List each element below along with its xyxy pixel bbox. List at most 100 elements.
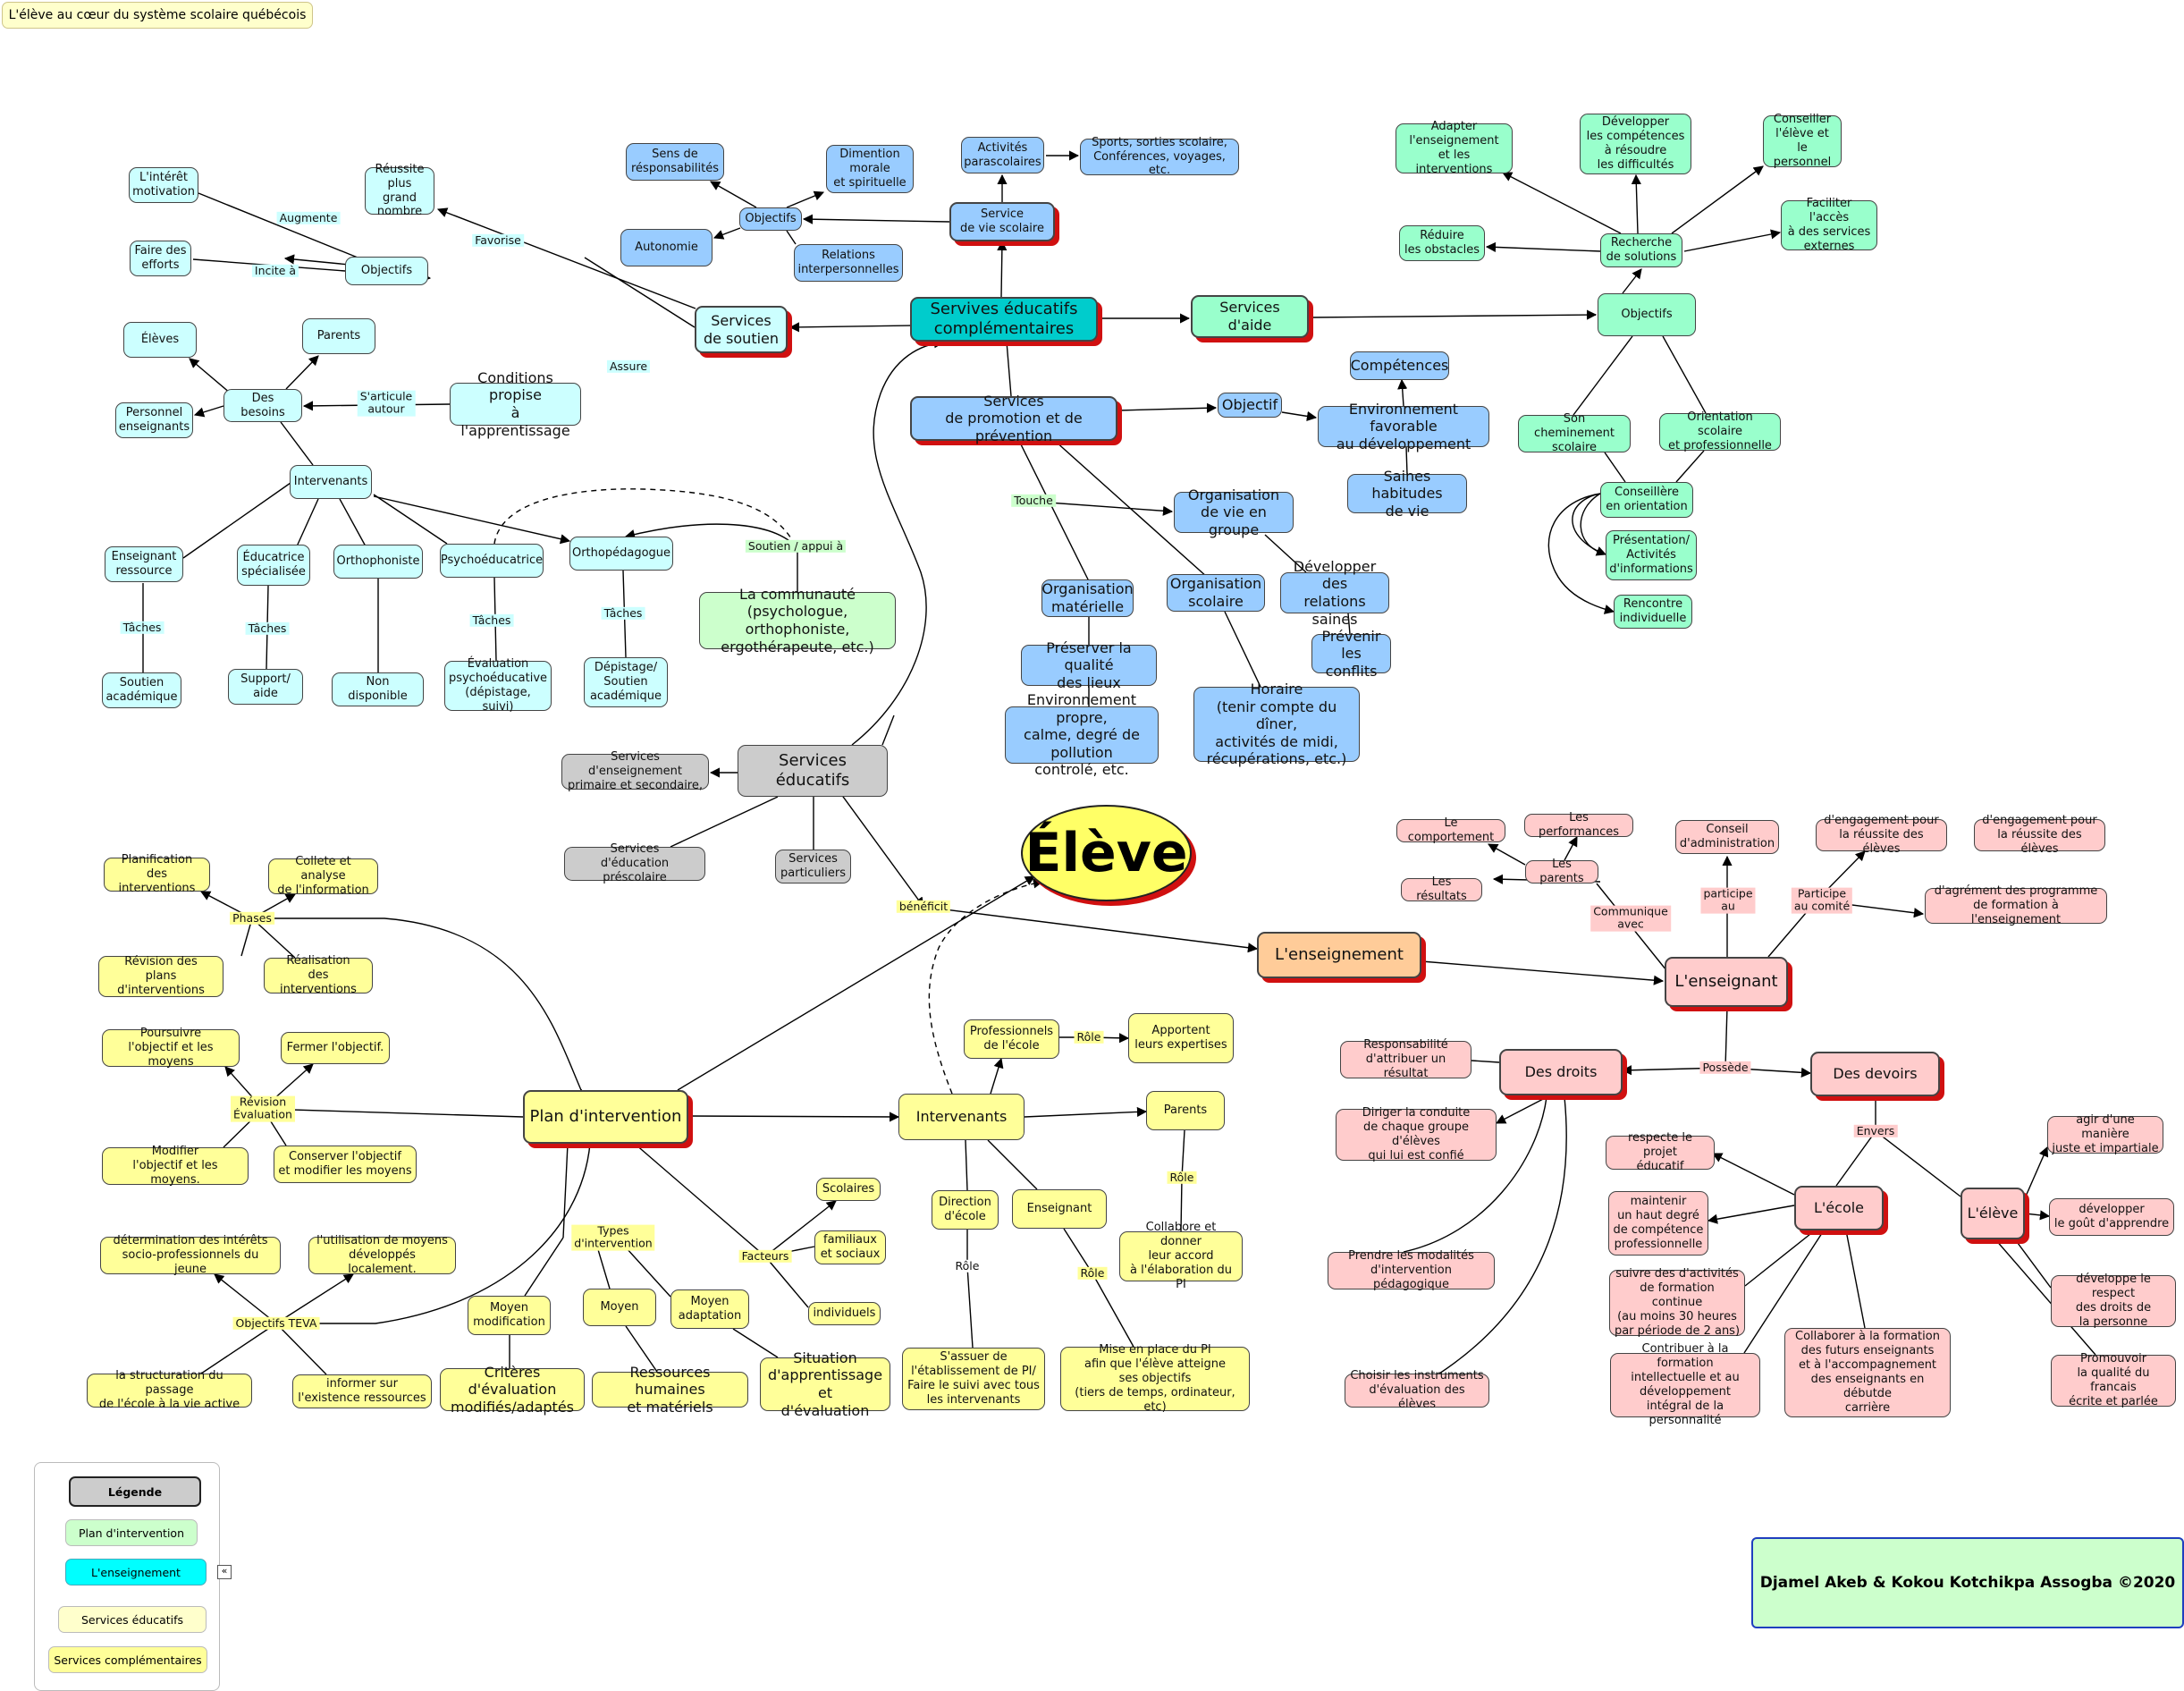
node-souta[interactable]: Soutien académique	[102, 672, 181, 708]
node-ensg2[interactable]: Enseignant	[1012, 1189, 1107, 1229]
node-ensmt[interactable]: L'enseignement	[1257, 932, 1421, 978]
node-coll[interactable]: Collete et analyse de l'information	[268, 855, 378, 897]
node-nondisp[interactable]: Non disponible	[332, 672, 424, 706]
node-consor[interactable]: Conseillère en orientation	[1600, 482, 1693, 518]
node-pers[interactable]: Personnel enseignants	[115, 402, 193, 438]
node-parents3[interactable]: Parents	[1146, 1091, 1225, 1130]
node-perf[interactable]: Les performances	[1524, 811, 1633, 839]
node-prof[interactable]: Professionnels de l'école	[964, 1019, 1059, 1059]
node-promq[interactable]: Promouvoir la qualité du francais écrite…	[2051, 1352, 2176, 1408]
node-assur[interactable]: S'assuer de l'établissement de PI/ Faire…	[902, 1348, 1045, 1410]
node-contr[interactable]: Contribuer à la formation intellectuelle…	[1610, 1342, 1760, 1427]
node-bes[interactable]: Des besoins	[223, 389, 302, 422]
node-ecole[interactable]: L'école	[1794, 1186, 1884, 1230]
node-mmod[interactable]: Moyen modification	[468, 1296, 551, 1335]
node-dim[interactable]: Dimention morale et spirituelle	[826, 145, 914, 193]
node-resp[interactable]: Responsabilité d'attribuer un résultat	[1340, 1038, 1471, 1080]
node-inter[interactable]: L'intérêt motivation	[129, 167, 198, 203]
node-suivre[interactable]: suivre des d'activités de formation cont…	[1609, 1267, 1745, 1338]
node-sens[interactable]: Sens de résponsabilités	[626, 143, 724, 181]
node-seps[interactable]: Services d'enseignement primaire et seco…	[561, 750, 709, 792]
node-indiv[interactable]: individuels	[808, 1302, 881, 1325]
node-vie[interactable]: Service de vie scolaire	[949, 202, 1055, 241]
node-agr[interactable]: d'agrément des programme de formation à …	[1925, 884, 2107, 926]
node-ensgt[interactable]: L'enseignant	[1665, 957, 1788, 1007]
node-orgmat[interactable]: Organisation matérielle	[1041, 579, 1134, 617]
node-util[interactable]: l'utilisation de moyens développés local…	[308, 1234, 456, 1276]
node-orgvie[interactable]: Organisation de vie en groupe	[1174, 486, 1294, 538]
node-inform[interactable]: informer sur l'existence ressources	[292, 1374, 432, 1408]
node-rel[interactable]: Relations interpersonnelles	[794, 244, 903, 282]
node-resu[interactable]: Les résultats	[1401, 875, 1482, 903]
node-chem[interactable]: Son cheminement scolaire	[1518, 412, 1631, 454]
legend-collapse-icon[interactable]: «	[217, 1565, 232, 1579]
node-comp[interactable]: Compétences	[1350, 351, 1449, 380]
node-sit[interactable]: Situation d'apprentissage et d'évaluatio…	[760, 1349, 890, 1419]
node-hor[interactable]: Horaire (tenir compte du dîner, activité…	[1193, 681, 1360, 767]
node-evalp[interactable]: Évaluation psychoéducative (dépistage, s…	[444, 657, 552, 714]
node-devoirs[interactable]: Des devoirs	[1810, 1052, 1940, 1096]
node-renc[interactable]: Rencontre individuelle	[1614, 595, 1692, 629]
node-ress[interactable]: Ressources humaines et matériels	[592, 1364, 748, 1416]
node-sout[interactable]: Services de soutien	[695, 306, 788, 353]
node-saines[interactable]: Saines habitudes de vie	[1347, 468, 1467, 520]
node-mada[interactable]: Moyen adaptation	[670, 1289, 749, 1329]
node-plan[interactable]: Plan d'intervention	[523, 1090, 688, 1144]
node-envp[interactable]: Environnement propre, calme, degré de po…	[1005, 691, 1159, 778]
node-fam[interactable]: familiaux et sociaux	[814, 1230, 886, 1264]
node-devrel[interactable]: Développer des relations saines	[1280, 558, 1389, 628]
node-orient[interactable]: Orientation scolaire et professionnelle	[1659, 410, 1781, 452]
node-planif[interactable]: Planification des interventions	[104, 853, 210, 895]
node-orthp[interactable]: Orthopédagogue	[569, 537, 673, 571]
node-educ[interactable]: Éducatrice spécialisée	[237, 545, 310, 586]
node-ensr[interactable]: Enseignant ressource	[105, 546, 183, 582]
node-scol[interactable]: Scolaires	[816, 1178, 881, 1201]
node-maint[interactable]: maintenir un haut degré de compétence pr…	[1608, 1191, 1708, 1256]
node-agir[interactable]: agir d'une manière juste et impartiale	[2047, 1113, 2163, 1155]
node-spart[interactable]: Services particuliers	[775, 850, 851, 884]
node-obja[interactable]: Objectifs	[1598, 293, 1696, 336]
node-sepre[interactable]: Services d'éducation préscolaire	[564, 842, 705, 884]
node-dep[interactable]: Dépistage/ Soutien académique	[584, 657, 668, 707]
node-deter[interactable]: détermination des intérêts socio-profess…	[100, 1234, 281, 1276]
node-struct[interactable]: la structuration du passage de l'école à…	[87, 1369, 252, 1411]
node-red[interactable]: Réduire les obstacles	[1399, 225, 1485, 261]
node-objv[interactable]: Objectifs	[739, 207, 802, 231]
node-devr[interactable]: développe le respect des droits de la pe…	[2051, 1272, 2176, 1329]
node-modal[interactable]: Prendre les modalités d'intervention péd…	[1328, 1249, 1495, 1291]
node-parents2[interactable]: Les parents	[1525, 858, 1598, 885]
node-eng1[interactable]: d'engagement pour la réussite des élèves	[1816, 814, 1947, 856]
node-eleve3[interactable]: L'élève	[1961, 1188, 2025, 1239]
node-act[interactable]: Activités parascolaires	[961, 137, 1044, 173]
node-crit[interactable]: Critères d'évaluation modifiés/adaptés	[440, 1364, 585, 1416]
node-conserv[interactable]: Conserver l'objectif et modifier les moy…	[274, 1146, 417, 1183]
node-pours[interactable]: Poursuivre l'objectif et les moyens	[102, 1027, 240, 1069]
node-revp[interactable]: Révision des plans d'interventions	[98, 955, 223, 997]
node-sed[interactable]: Services éducatifs	[738, 745, 888, 797]
node-prom[interactable]: Services de promotion et de prévention	[910, 393, 1117, 444]
node-intv2[interactable]: Intervenants	[898, 1094, 1025, 1140]
node-real[interactable]: Réalisation des interventions	[264, 954, 373, 996]
node-modif[interactable]: Modifier l'objectif et les moyens.	[102, 1145, 249, 1187]
node-pres2[interactable]: Préserver la qualité des lieux	[1021, 639, 1157, 691]
node-objp[interactable]: Objectif	[1218, 393, 1282, 418]
node-moy[interactable]: Moyen	[583, 1289, 656, 1326]
node-devg[interactable]: développer le goût d'apprendre	[2049, 1198, 2174, 1236]
node-env[interactable]: Environnement favorable au développement	[1318, 401, 1489, 452]
node-collabo[interactable]: Collabore et donner leur accord à l'élab…	[1119, 1221, 1243, 1291]
node-aide[interactable]: Services d'aide	[1191, 295, 1309, 338]
node-respp[interactable]: respecte le projet éducatif	[1606, 1131, 1715, 1173]
node-psy[interactable]: Psychoéducatrice	[440, 544, 544, 578]
node-cons[interactable]: Conseiller l'élève et le personnel	[1763, 113, 1842, 169]
node-comm[interactable]: La communauté (psychologue, orthophonist…	[699, 586, 896, 655]
node-instr[interactable]: Choisir les instruments d'évaluation des…	[1345, 1369, 1489, 1411]
node-objs[interactable]: Objectifs	[345, 257, 428, 285]
node-auto[interactable]: Autonomie	[620, 229, 713, 266]
center-node-eleve[interactable]: Élève	[1021, 805, 1192, 901]
node-compo[interactable]: Le comportement	[1396, 816, 1505, 844]
node-dirig[interactable]: Diriger la conduite de chaque groupe d'é…	[1336, 1106, 1497, 1163]
node-supp[interactable]: Support/ aide	[228, 669, 303, 705]
node-eng2[interactable]: d'engagement pour la réussite des élèves	[1974, 814, 2105, 856]
node-sec[interactable]: Servives éducatifs complémentaires	[910, 297, 1098, 342]
node-ortho[interactable]: Orthophoniste	[333, 545, 423, 579]
